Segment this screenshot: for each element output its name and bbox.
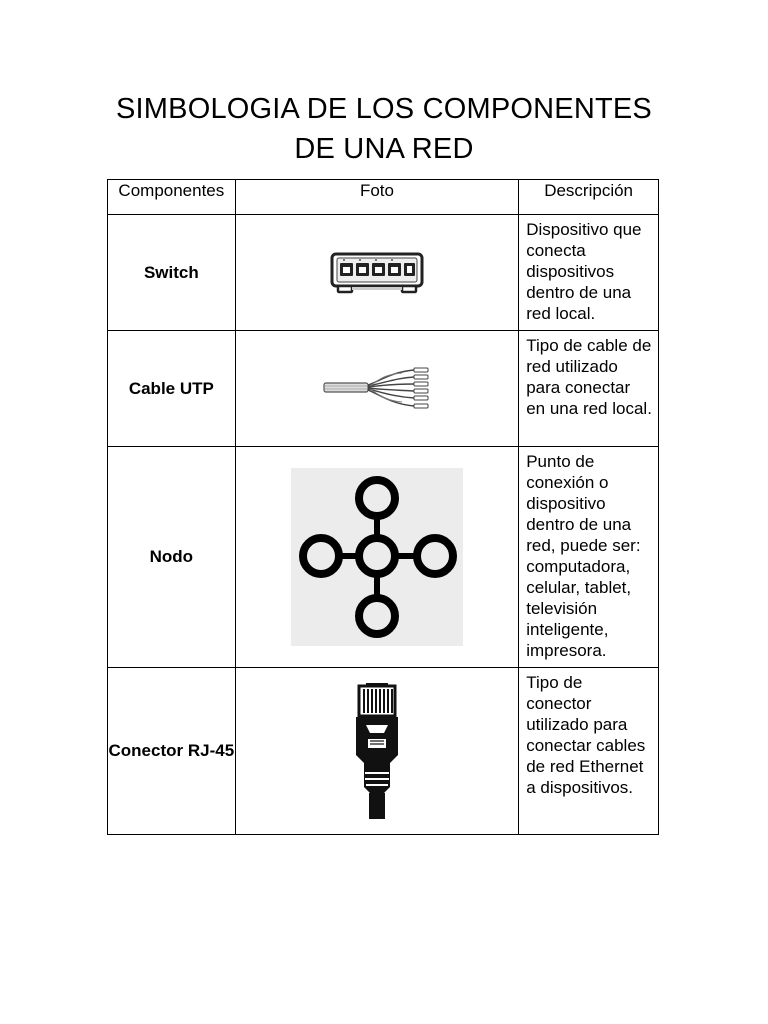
component-description: Punto de conexión o dispositivo dentro d… — [518, 446, 659, 668]
table-row: Nodo Punto de conexión o dis — [107, 446, 659, 668]
component-photo — [234, 214, 520, 331]
component-photo — [234, 446, 520, 668]
page-title-line-1: SIMBOLOGIA DE LOS COMPONENTES — [116, 93, 652, 125]
components-table: Componentes Foto Descripción Switch — [107, 179, 659, 835]
component-description: Tipo de cable de red utilizado para cone… — [518, 330, 659, 447]
component-name: Nodo — [107, 446, 236, 668]
header-componentes: Componentes — [107, 179, 236, 215]
rj45-connector-icon — [355, 683, 398, 819]
component-name: Switch — [107, 214, 236, 331]
component-description: Dispositivo que conecta dispositivos den… — [518, 214, 659, 331]
page-title: SIMBOLOGIA DE LOS COMPONENTES DE UNA RED — [0, 89, 768, 169]
component-photo — [234, 330, 520, 447]
table-header-row: Componentes Foto Descripción — [107, 179, 659, 215]
component-name: Cable UTP — [107, 330, 236, 447]
table-row: Conector RJ-45 — [107, 667, 659, 835]
network-switch-icon — [330, 252, 424, 293]
page-title-line-2: DE UNA RED — [294, 133, 474, 165]
component-description: Tipo de conector utilizado para conectar… — [518, 667, 659, 835]
header-descripcion: Descripción — [518, 179, 659, 215]
component-name: Conector RJ-45 — [107, 667, 236, 835]
header-foto: Foto — [234, 179, 520, 215]
table-row: Switch — [107, 214, 659, 331]
node-icon — [290, 468, 463, 646]
utp-cable-icon — [323, 367, 429, 408]
component-photo — [234, 667, 520, 835]
table-row: Cable UTP — [107, 330, 659, 447]
